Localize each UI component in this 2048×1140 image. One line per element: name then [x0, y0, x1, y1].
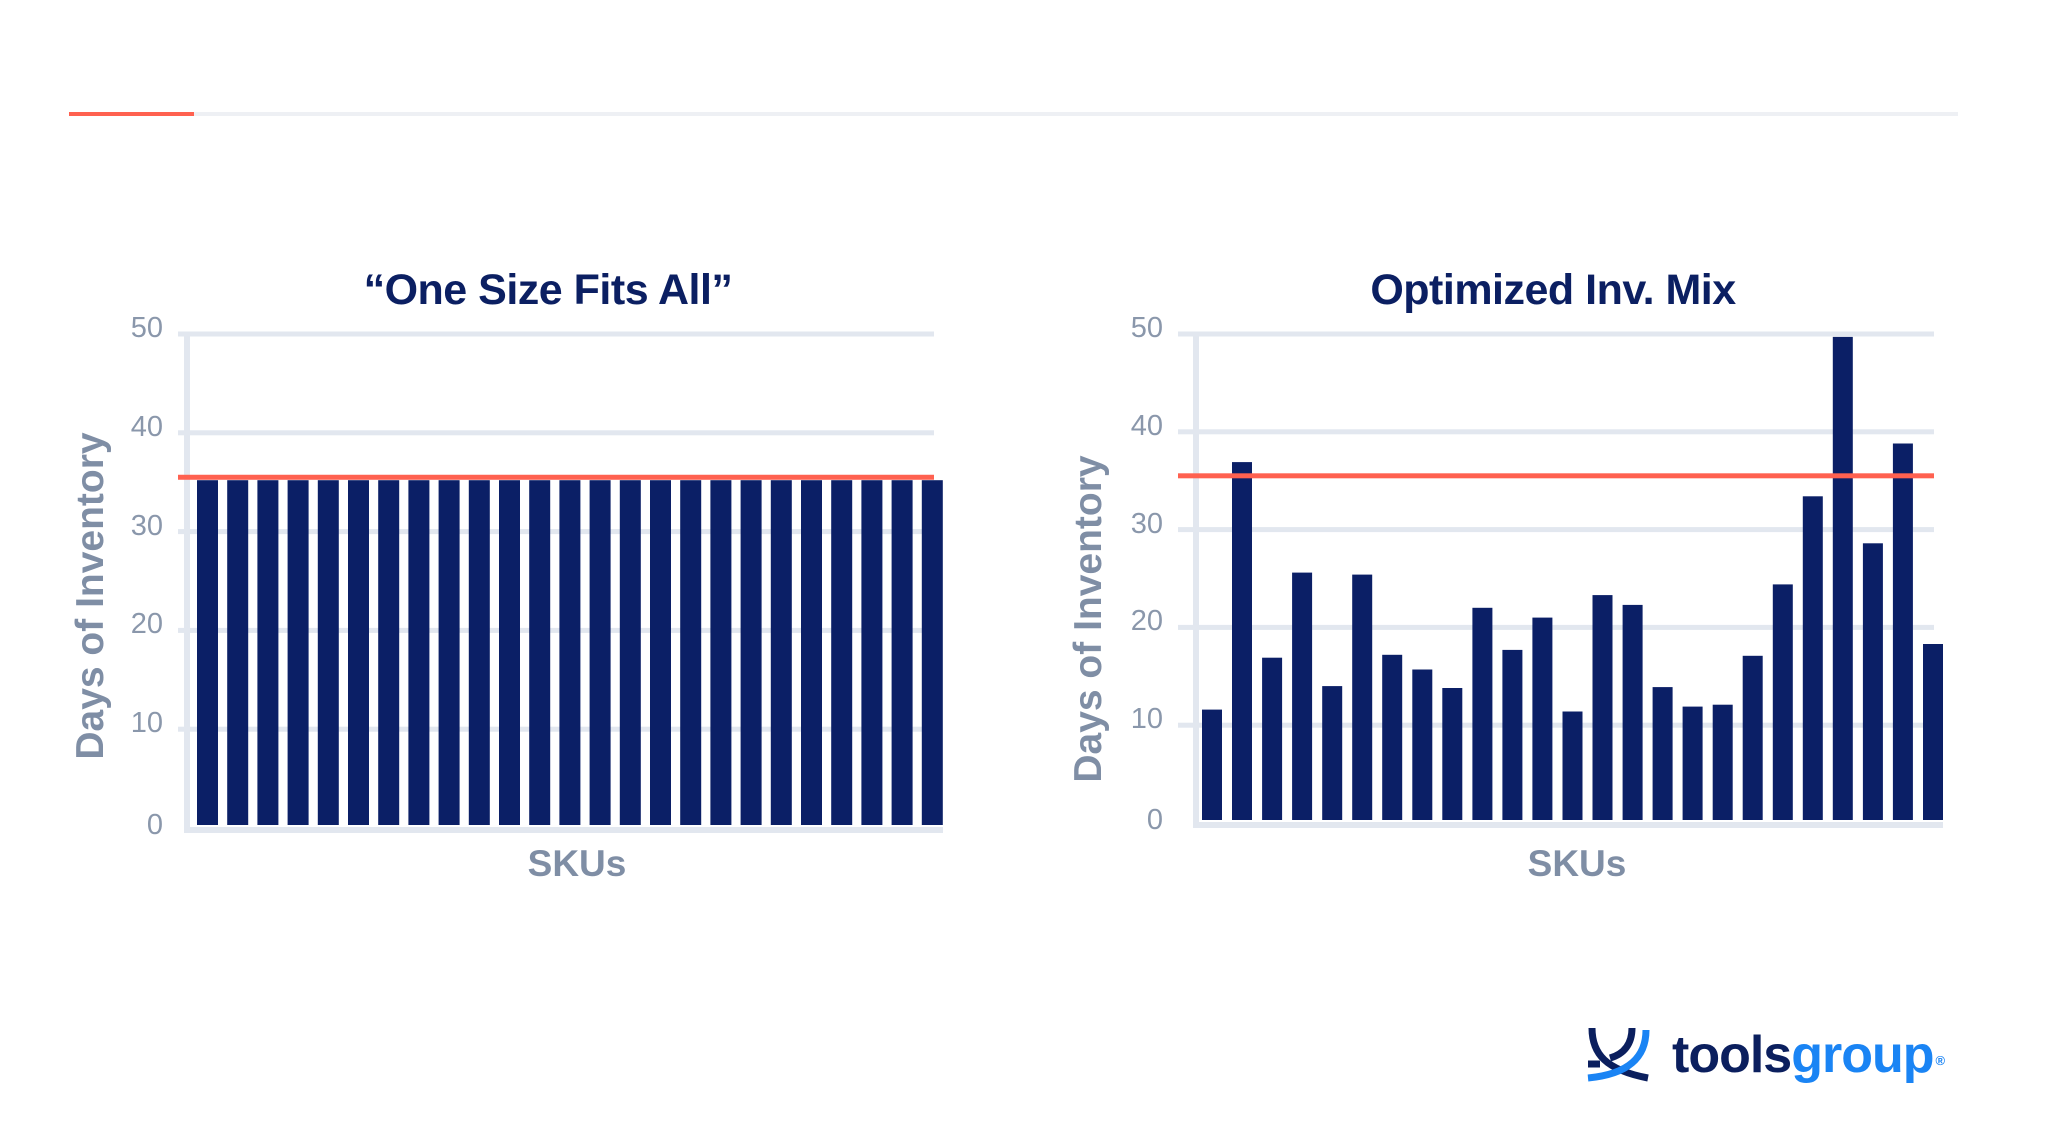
y-tick-label: 20 — [1130, 605, 1163, 638]
gridline — [178, 331, 934, 337]
bar — [680, 480, 702, 825]
bar — [1382, 654, 1403, 820]
bar — [1892, 443, 1913, 820]
registered-trademark-icon: ® — [1935, 1053, 1946, 1068]
gridline — [1178, 624, 1934, 630]
y-tick-label: 0 — [1146, 804, 1163, 836]
reference-line — [178, 474, 934, 480]
bar — [1772, 584, 1793, 820]
bar — [650, 480, 671, 825]
bar — [378, 480, 400, 825]
bar — [1862, 543, 1883, 820]
bar — [710, 480, 732, 825]
x-axis-label: SKUs — [527, 843, 627, 884]
y-tick-label: 30 — [1130, 507, 1163, 540]
bar — [891, 480, 913, 825]
y-tick-label: 40 — [1130, 409, 1163, 442]
logo-text-tools: tools — [1672, 1026, 1792, 1084]
bar — [1202, 709, 1222, 820]
bar — [740, 480, 762, 825]
bar — [1682, 706, 1703, 820]
x-axis-label: SKUs — [1527, 843, 1627, 884]
bar — [1352, 574, 1373, 820]
y-axis-line — [184, 331, 190, 832]
bar — [1322, 686, 1343, 820]
bar — [287, 480, 309, 825]
bar — [468, 480, 490, 825]
gridline — [1178, 527, 1934, 533]
bar — [227, 480, 249, 825]
gridline — [178, 430, 934, 436]
bar — [1923, 644, 1943, 820]
bar — [1622, 604, 1643, 820]
bar — [408, 480, 430, 825]
y-tick-label: 30 — [130, 509, 163, 542]
bar — [801, 480, 822, 825]
bar — [438, 480, 460, 825]
bar — [1832, 336, 1853, 820]
header-accent-bar — [69, 112, 194, 116]
y-tick-label: 40 — [130, 410, 163, 443]
chart-title: “One Size Fits All” — [363, 266, 733, 314]
y-tick-label: 0 — [146, 809, 163, 841]
bar — [1652, 687, 1673, 820]
bar — [1712, 704, 1733, 820]
y-tick-label: 10 — [1130, 703, 1163, 736]
bar — [1292, 572, 1313, 820]
chart-title: Optimized Inv. Mix — [1370, 266, 1736, 314]
y-tick-label: 50 — [130, 312, 163, 344]
bar — [770, 480, 792, 825]
x-axis-line — [184, 827, 943, 833]
bar — [589, 480, 611, 825]
gridline — [1178, 722, 1934, 728]
toolsgroup-logo-icon — [1587, 1027, 1650, 1082]
bar — [1412, 669, 1433, 820]
bar — [1802, 496, 1823, 820]
y-tick-label: 50 — [1130, 312, 1163, 344]
bar — [317, 480, 339, 825]
bar — [861, 480, 883, 825]
gridline — [178, 529, 934, 535]
bar — [1472, 607, 1493, 820]
bar — [499, 480, 520, 825]
gridline — [1178, 331, 1934, 337]
bar — [1532, 617, 1553, 820]
gridline — [1178, 429, 1934, 435]
y-axis-line — [1193, 331, 1199, 827]
toolsgroup-logo: toolsgroup® — [1586, 1022, 1946, 1088]
bar — [1502, 649, 1523, 820]
bar — [1442, 688, 1463, 820]
gridline — [178, 627, 934, 633]
bar — [1562, 711, 1583, 820]
logo-wordmark: toolsgroup® — [1672, 1025, 1946, 1085]
bar — [559, 480, 581, 825]
bar — [197, 480, 218, 825]
bar — [831, 480, 853, 825]
bar — [1592, 595, 1613, 820]
bar — [619, 480, 641, 825]
y-tick-label: 10 — [130, 707, 163, 740]
bar — [1742, 655, 1763, 820]
bar — [348, 480, 369, 825]
bar — [1262, 657, 1283, 820]
gridline — [178, 726, 934, 732]
logo-text-group: group — [1791, 1026, 1934, 1084]
bar — [529, 480, 551, 825]
y-tick-label: 20 — [130, 608, 163, 641]
header-divider — [194, 112, 1958, 116]
x-axis-line — [1193, 822, 1943, 828]
reference-line — [1178, 473, 1934, 479]
bar — [257, 480, 279, 825]
bar — [1232, 462, 1252, 820]
bar — [921, 480, 943, 825]
